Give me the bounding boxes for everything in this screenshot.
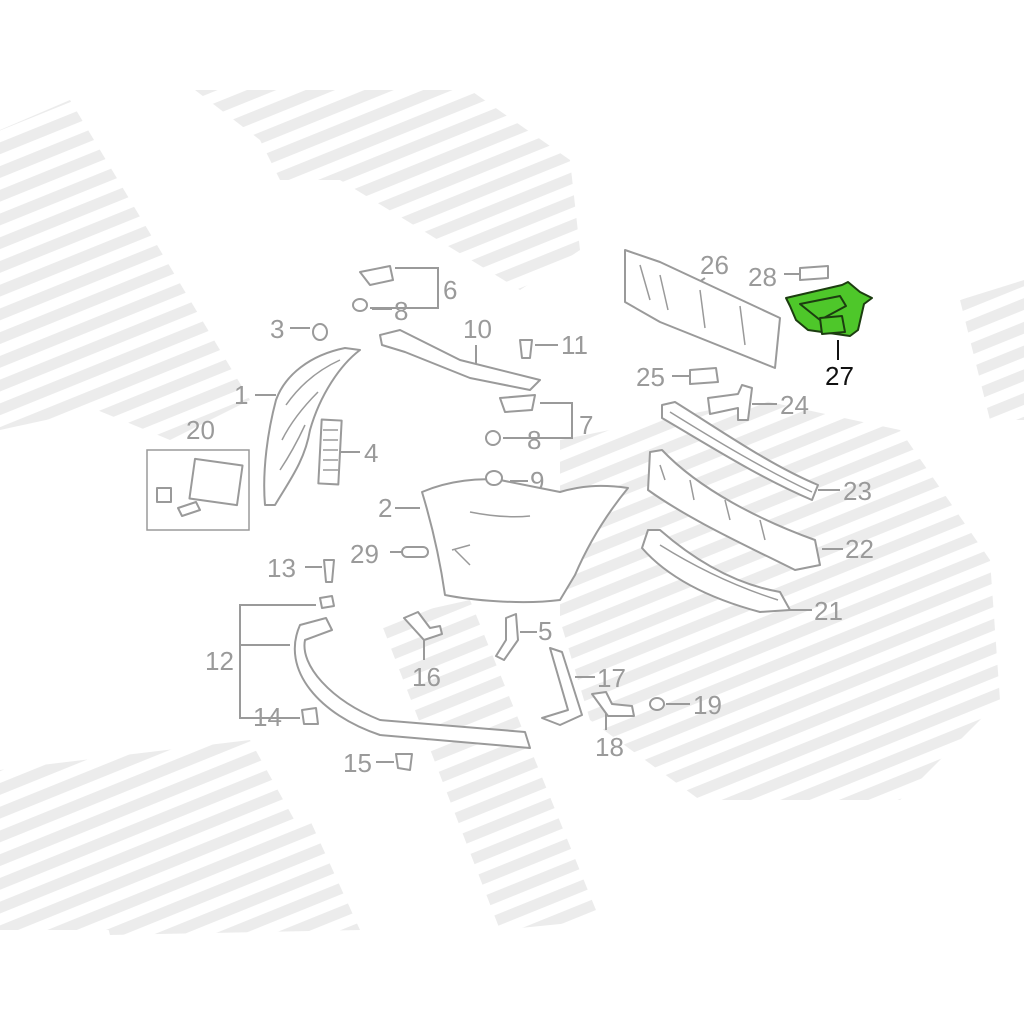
- fastener-kit-box: [146, 449, 250, 531]
- part-27-highlighted-bracket: [785, 281, 873, 337]
- callout-26: 26: [700, 250, 729, 280]
- parts: [156, 249, 829, 771]
- callout-29: 29: [350, 539, 379, 569]
- callout-15: 15: [343, 748, 372, 778]
- callout-3: 3: [270, 314, 284, 344]
- callout-22: 22: [845, 534, 874, 564]
- callout-4: 4: [364, 438, 378, 468]
- callout-8a: 8: [394, 296, 408, 326]
- callout-25: 25: [636, 362, 665, 392]
- callout-10: 10: [463, 314, 492, 344]
- callout-7: 7: [579, 410, 593, 440]
- callout-labels: 1 2 3 4 5 6 7 8 8 9 10 11 12 13 14 15 16…: [186, 250, 874, 778]
- callout-16: 16: [412, 662, 441, 692]
- callout-18: 18: [595, 732, 624, 762]
- callout-1: 1: [234, 380, 248, 410]
- callout-23: 23: [843, 476, 872, 506]
- part-4-grille: [317, 418, 343, 486]
- part-1-liner: [263, 347, 361, 506]
- callout-12: 12: [205, 646, 234, 676]
- callout-2: 2: [378, 493, 392, 523]
- part-10-bracket: [379, 329, 541, 391]
- leader-lines: [146, 267, 843, 763]
- callout-19: 19: [693, 690, 722, 720]
- callout-13: 13: [267, 553, 296, 583]
- callout-17: 17: [597, 663, 626, 693]
- callout-21: 21: [814, 596, 843, 626]
- part-12-lower-spoiler: [293, 617, 531, 749]
- callout-27: 27: [825, 361, 854, 391]
- callout-11: 11: [561, 330, 588, 360]
- callout-24: 24: [780, 390, 809, 420]
- part-22-absorber: [647, 449, 821, 571]
- callout-28: 28: [748, 262, 777, 292]
- callout-8b: 8: [527, 425, 541, 455]
- callout-20: 20: [186, 415, 215, 445]
- callout-6: 6: [443, 275, 457, 305]
- callout-5: 5: [538, 616, 552, 646]
